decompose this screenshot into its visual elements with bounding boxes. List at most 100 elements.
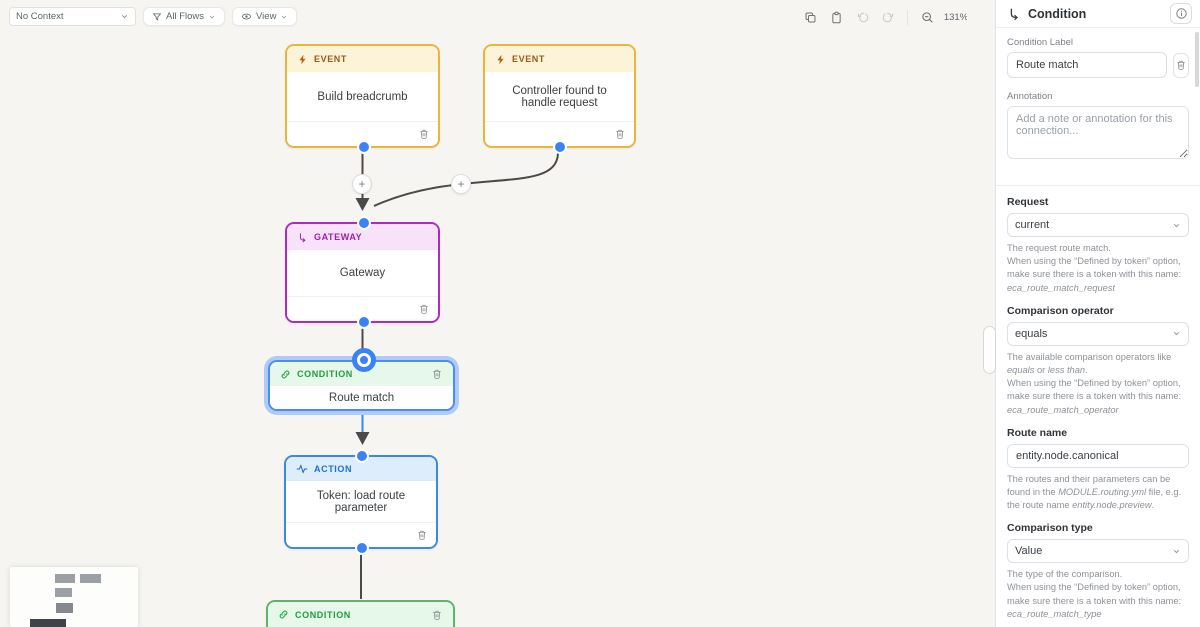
undo-icon	[857, 12, 868, 22]
section-divider	[996, 185, 1200, 186]
trash-icon	[420, 304, 428, 314]
node-type-label: EVENT	[512, 54, 546, 64]
input-port-selected[interactable]	[352, 348, 376, 372]
zoom-out-button[interactable]	[917, 7, 937, 27]
chevron-down-icon	[282, 15, 287, 19]
copy-button[interactable]	[800, 7, 820, 27]
delete-node-button[interactable]	[431, 368, 443, 380]
output-port[interactable]	[357, 543, 367, 553]
trash-icon	[433, 369, 441, 379]
context-select-value: No Context	[16, 11, 64, 22]
annotation-textarea[interactable]	[1007, 106, 1189, 159]
trash-icon	[418, 530, 426, 540]
redo-button[interactable]	[878, 7, 898, 27]
paste-button[interactable]	[826, 7, 846, 27]
comparison-type-select[interactable]: Value	[1007, 539, 1189, 564]
insert-node-button[interactable]: +	[352, 174, 372, 194]
node-event-controller-found[interactable]: EVENT Controller found to handle request	[483, 44, 636, 152]
minimap-viewport[interactable]	[30, 619, 66, 627]
redo-icon	[882, 12, 893, 22]
route-name-help: The routes and their parameters can be f…	[1007, 473, 1182, 511]
bolt-icon	[497, 54, 504, 64]
delete-node-button[interactable]	[431, 609, 443, 621]
info-button[interactable]	[1170, 3, 1192, 24]
delete-node-button[interactable]	[418, 303, 430, 315]
link-icon	[279, 610, 288, 619]
zoom-level: 131%	[943, 11, 967, 23]
zoom-out-icon	[921, 11, 933, 23]
node-title: Gateway	[287, 250, 438, 296]
all-flows-label: All Flows	[166, 11, 205, 22]
insert-node-button[interactable]: +	[451, 174, 471, 194]
chevron-down-icon	[1173, 332, 1180, 336]
trash-icon	[616, 129, 624, 139]
delete-node-button[interactable]	[418, 128, 430, 140]
request-label: Request	[1007, 196, 1049, 208]
sidebar-scrollbar[interactable]	[1195, 32, 1199, 87]
route-name-input[interactable]	[1007, 443, 1189, 468]
branch-icon	[1010, 8, 1019, 20]
node-action-token-load-route[interactable]: ACTION Token: load route parameter	[284, 451, 438, 553]
node-title: Token: load route parameter	[286, 481, 436, 522]
copy-icon	[805, 12, 815, 22]
pulse-icon	[296, 464, 308, 474]
request-help: The request route match. When using the …	[1007, 243, 1182, 293]
node-type-label: CONDITION	[297, 369, 353, 379]
view-label: View	[256, 11, 277, 22]
minimap-node-rect	[56, 603, 73, 613]
node-header: CONDITION	[268, 602, 453, 627]
comparison-type-help: The type of the comparison. When using t…	[1007, 569, 1182, 619]
minimap[interactable]	[10, 567, 138, 627]
chevron-down-icon	[209, 15, 215, 19]
chevron-down-icon	[1173, 549, 1180, 553]
delete-node-button[interactable]	[614, 128, 626, 140]
funnel-icon	[152, 12, 162, 21]
minimap-node-rect	[55, 588, 72, 597]
edge-event2-gateway[interactable]	[373, 152, 559, 207]
info-icon	[1175, 8, 1187, 19]
node-type-label: GATEWAY	[314, 232, 363, 242]
node-type-label: EVENT	[314, 54, 348, 64]
node-header: EVENT	[485, 46, 634, 72]
comparison-operator-select[interactable]: equals	[1007, 321, 1189, 346]
request-select[interactable]: current	[1007, 213, 1189, 237]
branch-icon	[299, 232, 306, 242]
delete-node-button[interactable]	[416, 529, 428, 541]
node-title: Build breadcrumb	[287, 72, 438, 121]
input-port[interactable]	[357, 451, 367, 461]
output-port[interactable]	[555, 142, 565, 152]
properties-panel: Condition Condition Label Annotation Req…	[995, 0, 1200, 627]
delete-condition-button[interactable]	[1173, 52, 1189, 78]
node-title: Controller found to handle request	[485, 72, 634, 121]
node-event-build-breadcrumb[interactable]: EVENT Build breadcrumb	[285, 44, 440, 152]
node-condition-route-match[interactable]: CONDITION Route match	[268, 348, 455, 411]
flow-canvas[interactable]: No Context All Flows View	[0, 0, 967, 627]
view-button[interactable]: View	[232, 7, 298, 26]
context-select[interactable]: No Context	[9, 7, 136, 26]
node-gateway[interactable]: GATEWAY Gateway	[285, 218, 440, 327]
panel-header: Condition	[996, 0, 1200, 28]
node-header: EVENT	[287, 46, 438, 72]
output-port[interactable]	[359, 142, 369, 152]
clipboard-icon	[831, 11, 841, 23]
node-footer	[287, 121, 438, 146]
comparison-type-label: Comparison type	[1007, 522, 1093, 535]
node-condition-bottom[interactable]: CONDITION	[266, 600, 455, 627]
undo-button[interactable]	[852, 7, 872, 27]
replay-panel-handle[interactable]	[983, 326, 996, 374]
comparison-type-value: Value	[1015, 545, 1043, 558]
output-port[interactable]	[359, 317, 369, 327]
condition-label-input[interactable]	[1007, 52, 1167, 78]
trash-icon	[420, 129, 428, 139]
route-name-label: Route name	[1007, 426, 1068, 439]
link-icon	[281, 370, 290, 378]
node-header: GATEWAY	[287, 224, 438, 250]
node-footer	[287, 296, 438, 321]
comparison-operator-label: Comparison operator	[1007, 304, 1114, 317]
input-port[interactable]	[359, 218, 369, 228]
annotation-label: Annotation	[1007, 91, 1053, 102]
node-title: Route match	[270, 386, 453, 409]
request-select-value: current	[1015, 219, 1050, 231]
all-flows-button[interactable]: All Flows	[143, 7, 226, 26]
canvas-toolbar-right: 131%	[800, 7, 967, 27]
